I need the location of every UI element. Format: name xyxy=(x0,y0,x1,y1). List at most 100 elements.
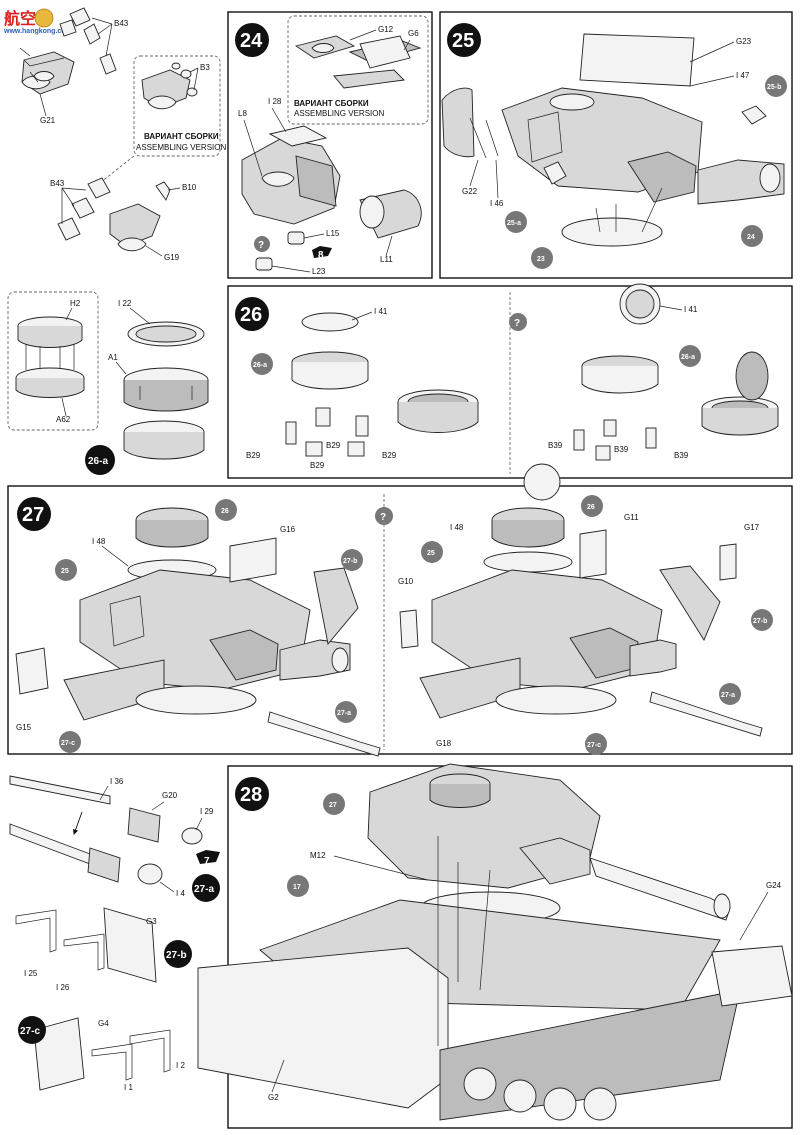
watermark-site: www.hangkong.com xyxy=(3,28,72,35)
ref-27-b-right: 27-b xyxy=(753,618,767,625)
step-27a-number: 27-a xyxy=(194,884,214,895)
label-g15: G15 xyxy=(16,723,32,732)
step-25-panel: 25 G23 I 47 25-b G22 I 46 25-a 23 xyxy=(439,11,793,279)
star-ref-badge-7 xyxy=(196,850,220,864)
label-g11: G11 xyxy=(624,513,639,522)
label-l23: L23 xyxy=(312,267,326,276)
ref-27-a-right-badge xyxy=(719,683,741,705)
label-i48-left: I 48 xyxy=(92,537,106,546)
step-24-version-callout xyxy=(287,15,429,125)
ref-27-b-left-badge xyxy=(341,549,363,571)
ref-23: 23 xyxy=(537,256,545,263)
assembling-version-callout xyxy=(133,55,221,157)
top-left-assembly: B43 G21 B3 ВАРИАНТ СБОРКИ ASSEMBLING VER… xyxy=(19,7,226,262)
label-i47: I 47 xyxy=(736,71,750,80)
label-b43-top: B43 xyxy=(114,19,129,28)
step-27a-badge xyxy=(192,874,220,902)
label-m12: M12 xyxy=(310,851,326,860)
step-26-option-mark: ? xyxy=(514,318,520,329)
step-27-option-badge xyxy=(375,507,393,525)
ref-25-b-badge xyxy=(765,75,787,97)
label-g22: G22 xyxy=(462,187,478,196)
ref-26-a-right: 26-a xyxy=(681,354,695,361)
ref-23-badge xyxy=(531,247,553,269)
ref-26-left: 26 xyxy=(221,508,229,515)
ref-27-a-right: 27-a xyxy=(721,692,735,699)
sub-27b xyxy=(15,907,157,983)
step-27-left-parts xyxy=(15,507,381,757)
ref-25-left-badge xyxy=(55,559,77,581)
step-27c-badge xyxy=(18,1016,46,1044)
label-b29-a: B29 xyxy=(246,451,261,460)
step-26-right-parts xyxy=(573,283,779,461)
label-b29-c: B29 xyxy=(382,451,397,460)
label-b29-d: B29 xyxy=(310,461,325,470)
step-26a-number: 26-a xyxy=(88,456,108,467)
star-ref-badge-8 xyxy=(312,246,332,258)
ref-26-right: 26 xyxy=(587,504,595,511)
step-27-option-mark: ? xyxy=(380,512,386,523)
label-b39-c: B39 xyxy=(674,451,689,460)
label-g12: G12 xyxy=(378,25,394,34)
label-g18: G18 xyxy=(436,739,452,748)
label-i29: I 29 xyxy=(200,807,214,816)
ref-27-c-right-badge xyxy=(585,733,607,755)
part-group-b43-g19 xyxy=(57,177,171,252)
ref-26-a-left: 26-a xyxy=(253,362,267,369)
step-28-number: 28 xyxy=(240,784,262,806)
ref-27-b-left: 27-b xyxy=(343,558,357,565)
watermark-logo: 航空 www.hangkong.com xyxy=(3,8,72,35)
label-g24: G24 xyxy=(766,881,782,890)
watermark-brand: 航空 xyxy=(4,9,36,28)
ref-27-a-left-badge xyxy=(335,701,357,723)
step-27-badge xyxy=(17,497,51,531)
label-g20: G20 xyxy=(162,791,178,800)
label-g23: G23 xyxy=(736,37,752,46)
label-b10: B10 xyxy=(182,183,197,192)
step-26a-panel: H2 I 22 A1 A62 26-a xyxy=(7,291,209,475)
ref-26-a-right-badge xyxy=(679,345,701,367)
arrow-down-icon xyxy=(73,811,83,835)
ref-17: 17 xyxy=(293,884,301,891)
label-l11: L11 xyxy=(380,255,393,264)
label-i41-left: I 41 xyxy=(374,307,388,316)
step-27-number: 27 xyxy=(22,504,44,526)
ref-26-right-badge xyxy=(581,495,603,517)
ref-24-badge xyxy=(741,225,763,247)
label-i1: I 1 xyxy=(124,1083,133,1092)
ref-26-left-badge xyxy=(215,499,237,521)
step-27b-number: 27-b xyxy=(166,950,187,961)
step-28-panel: 28 27 M12 17 G24 G2 xyxy=(197,763,793,1129)
step-24-main-parts xyxy=(241,125,422,271)
step-24-option-badge xyxy=(254,236,270,252)
ref-25-b: 25-b xyxy=(767,84,781,91)
step-25-badge xyxy=(447,23,481,57)
step-27c-number: 27-c xyxy=(20,1026,40,1037)
label-i4: I 4 xyxy=(176,889,185,898)
step-24-panel: 24 G12 G6 ВАРИАНТ СБОРКИ ASSEMBLING VERS… xyxy=(227,11,433,279)
ref-25-right: 25 xyxy=(427,550,435,557)
step-27-panel: 27 26 I 48 G16 27-b 25 G15 27-c xyxy=(7,463,793,757)
step-26-badge xyxy=(235,297,269,331)
ref-24: 24 xyxy=(747,234,755,241)
label-g2: G2 xyxy=(268,1093,279,1102)
label-i48-right: I 48 xyxy=(450,523,464,532)
label-g19: G19 xyxy=(164,253,180,262)
label-l15: L15 xyxy=(326,229,340,238)
label-i41-right: I 41 xyxy=(684,305,698,314)
label-i28: I 28 xyxy=(268,97,282,106)
step-26a-badge xyxy=(85,445,115,475)
step-24-number: 24 xyxy=(240,30,263,52)
step-27b-badge xyxy=(164,940,192,968)
step-24-option-mark: ? xyxy=(258,240,264,251)
star-ref-8: 8 xyxy=(318,250,324,261)
star-ref-7: 7 xyxy=(204,856,210,867)
step-26-option-badge xyxy=(509,313,527,331)
label-i36: I 36 xyxy=(110,777,124,786)
label-b39-a: B39 xyxy=(548,441,563,450)
step-26a-parts xyxy=(15,316,209,460)
step-25-number: 25 xyxy=(452,30,474,52)
ref-27-badge xyxy=(323,793,345,815)
ref-25-a-badge xyxy=(505,211,527,233)
